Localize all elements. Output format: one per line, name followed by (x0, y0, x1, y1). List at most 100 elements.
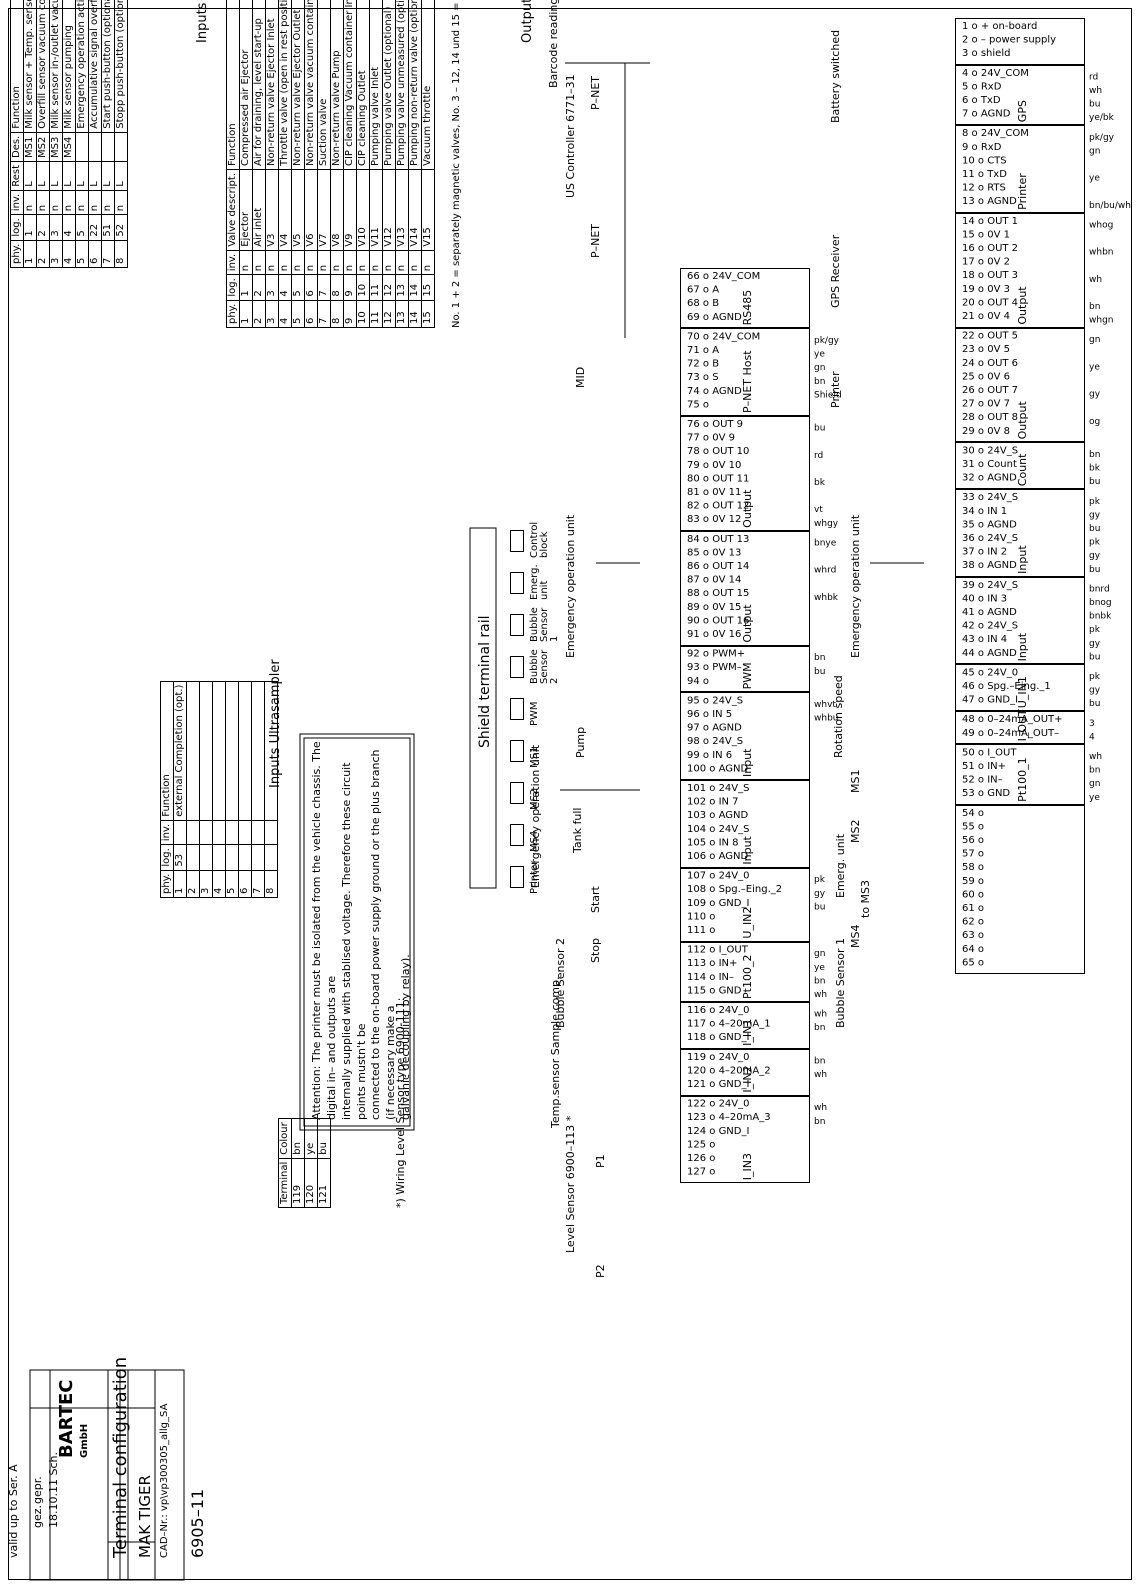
inputs-cell: n (62, 190, 76, 215)
emerg-unit-label: Emerg. unit (834, 833, 847, 898)
wire-colour-label: gy (1089, 685, 1101, 696)
wiring-cell: bu (317, 1118, 331, 1159)
terminal-block-name: P–NET Host (741, 350, 754, 413)
rail-device-box (510, 572, 524, 594)
wire-colour-label: rd (1089, 72, 1099, 83)
outputs-cell: 2 (252, 274, 266, 301)
inputs-cell: 8 (114, 240, 128, 268)
wire-colour-label: ye (1089, 173, 1100, 184)
ultra-cell: 8 (264, 870, 278, 898)
company-logo: BARTEC (56, 1379, 77, 1459)
gez-label: gez. (31, 1504, 44, 1528)
outputs-cell: Non-return valve vacuum container (304, 0, 318, 170)
outputs-cell: 8 (330, 274, 344, 301)
terminal-row: 97 o AGND (687, 722, 742, 734)
temp-sensor-label: Temp.sensor Sample comp. (549, 976, 562, 1128)
outputs-cell: V9 (343, 169, 357, 251)
wire-colour-label: bu (1089, 99, 1101, 110)
p2-label: P2 (594, 1264, 607, 1278)
inputs-cell: n (23, 190, 37, 215)
terminal-row: 63 o (962, 930, 985, 942)
terminal-block-name: Printer (1016, 173, 1029, 210)
inputs-cell: 52 (114, 214, 128, 241)
inputs-header-cell: Function (10, 0, 24, 133)
inputs-cell: 7 (101, 240, 115, 268)
inputs-cell: 2 (36, 240, 50, 268)
outputs-cell: 13 (395, 274, 409, 301)
wire-colour-label: gn (814, 949, 826, 960)
outputs-cell: 11 (369, 274, 383, 301)
rail-device-label: Bubble Sensor 2 (529, 649, 560, 684)
gepr-label: gepr. (31, 1476, 44, 1504)
ultra-cell (212, 820, 226, 845)
outputs-header-cell: Function (226, 0, 240, 170)
terminal-row: 24 o OUT 6 (962, 357, 1019, 369)
us-controller-label: US Controller 6771–31 (564, 74, 577, 198)
wire-colour-label: wh (814, 1103, 828, 1114)
wire-colour-label: bu (814, 902, 826, 913)
terminal-block-name: Output (741, 489, 754, 528)
terminal-row: 60 o (962, 889, 985, 901)
terminal-row: 107 o 24V_0 (687, 870, 750, 882)
rail-device-box (510, 656, 524, 678)
terminal-row: 26 o OUT 7 (962, 385, 1019, 397)
valid-note: valid up to Ser. A (7, 1464, 20, 1558)
wire-colour-label: rd (814, 450, 824, 461)
inputs-cell: n (49, 190, 63, 215)
wire-colour-label: pk (1089, 625, 1100, 636)
outputs-cell: Compressed air Ejector (239, 0, 253, 170)
inputs-cell: Milk sensor in-/outlet vacuum container (49, 0, 63, 133)
outputs-cell: n (317, 250, 331, 275)
inputs-header-cell: Des. (10, 132, 24, 162)
ultra-cell (199, 844, 213, 871)
outputs-cell: V12 (382, 169, 396, 251)
wire-colour-label: bnye (814, 538, 837, 549)
ultra-cell (251, 681, 265, 821)
ultra-cell (238, 681, 252, 821)
outputs-cell: 4 (278, 300, 292, 328)
terminal-row: 4 o 24V_COM (962, 67, 1029, 79)
outputs-header-cell: log. (226, 274, 240, 301)
ultra-header-row: phy.log.inv.Function (160, 681, 174, 898)
terminal-row: 76 o OUT 9 (687, 419, 744, 431)
wire-colour-label: bk (1089, 463, 1100, 474)
wiring-cell: 120 (304, 1158, 318, 1208)
terminal-row: 34 o IN 1 (962, 505, 1008, 517)
terminal-row: 125 o (687, 1139, 716, 1151)
outputs-cell: 2 (252, 300, 266, 328)
outputs-cell: 12 (382, 300, 396, 328)
wire-colour-label: bu (1089, 564, 1101, 575)
terminal-block-name: Output (1016, 286, 1029, 325)
wire-colour-label: bu (1089, 477, 1101, 488)
terminal-row: 86 o OUT 14 (687, 561, 750, 573)
terminal-block-name: GPS (1016, 100, 1029, 123)
ultra-header-cell: phy. (160, 870, 174, 898)
wire-colour-label: bn (814, 376, 826, 387)
outputs-cell: 6 (304, 274, 318, 301)
ultra-cell (199, 820, 213, 845)
ultra-cell (238, 844, 252, 871)
terminal-row: 8 o 24V_COM (962, 128, 1029, 140)
wire-colour-label: wh (814, 990, 828, 1000)
terminal-row: 54 o (962, 807, 985, 819)
outputs-cell: V3 (265, 169, 279, 251)
outputs-cell: 12 (382, 274, 396, 301)
shield-rail-label: Shield terminal rail (477, 615, 493, 748)
gps-receiver-label: GPS Receiver (829, 234, 842, 308)
to-ms3-label: to MS3 (859, 879, 872, 918)
terminal-row: 124 o GND_I (687, 1125, 750, 1137)
wire-colour-label: bu (1089, 652, 1101, 663)
terminal-row: 64 o (962, 943, 985, 955)
ultra-cell (173, 820, 187, 845)
terminal-row: 35 o AGND (962, 519, 1017, 531)
terminal-row: 65 o (962, 957, 985, 969)
